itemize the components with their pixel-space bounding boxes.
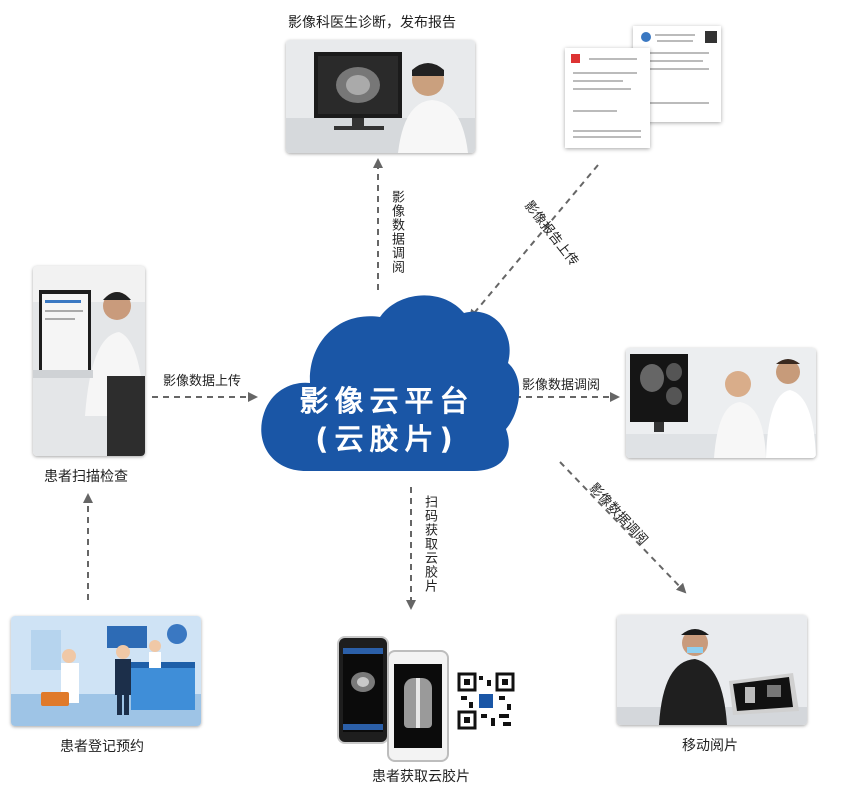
platform-title: 影像云平台 [299,384,475,418]
platform-subtitle: (云胶片) [315,422,459,456]
arrow-cloud-to-mobile [559,461,687,594]
radiologist-label: 影像科医生诊断，发布报告 [288,15,456,31]
register-illustration [11,616,201,726]
red-cross-icon [571,54,580,63]
hospital-logo-icon [641,32,651,42]
doctors-photo [626,348,816,458]
mobile-label: 移动阅片 [682,738,738,754]
radiologist-photo [286,40,475,153]
scan-photo [33,266,145,456]
register-label: 患者登记预约 [60,739,144,755]
scan-label: 患者扫描检查 [44,469,128,485]
arrow-report-to-cloud [468,164,599,320]
report-document-front [565,48,650,148]
qr-code-icon [457,672,515,730]
qr-access-label: 患者获取云胶片 [372,769,470,785]
phone-right [387,650,449,762]
edge-label-review-top: 影像数据调阅 [389,190,404,274]
qr-code-icon [705,31,717,43]
edge-label-scan-code: 扫码获取云胶片 [422,495,437,593]
edge-label-review-right: 影像数据调阅 [522,378,601,393]
edge-label-upload: 影像数据上传 [163,374,242,389]
cloud-shape [261,295,520,471]
phone-left [337,636,389,744]
mobile-photo [617,615,807,725]
